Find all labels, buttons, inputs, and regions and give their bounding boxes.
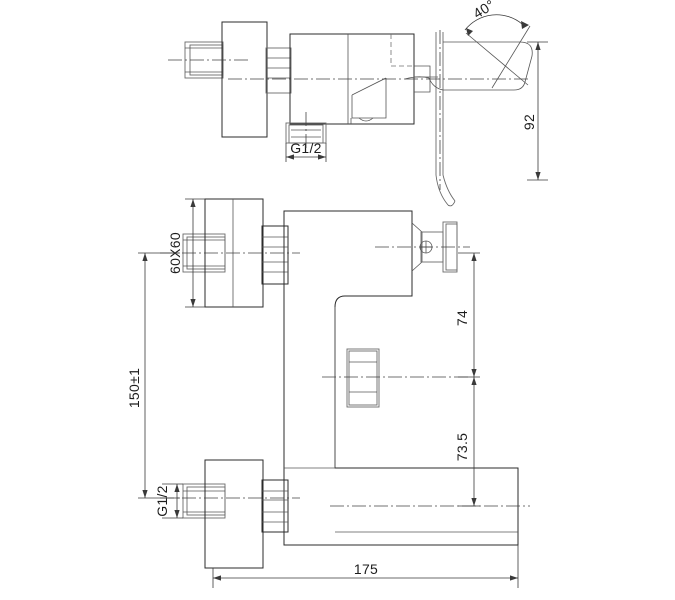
dim-label-175: 175 xyxy=(354,561,378,577)
front-view-group: 60X60 150±1 G1/2 74 xyxy=(126,198,530,588)
front-view-diverter-button xyxy=(346,348,380,408)
dim-label-150: 150±1 xyxy=(126,368,142,408)
dim-label-g12-front: G1/2 xyxy=(154,485,170,517)
dim-74: 74 xyxy=(454,252,480,378)
top-view-connector-nut xyxy=(265,47,292,94)
dim-73-5: 73.5 xyxy=(454,377,480,507)
top-view-group: 40° G1/2 92 xyxy=(168,0,548,207)
dim-label-74: 74 xyxy=(454,310,470,326)
dim-150: 150±1 xyxy=(126,252,180,499)
dim-92: 92 xyxy=(521,41,548,181)
dim-label-92: 92 xyxy=(521,114,537,130)
dim-g12-front: G1/2 xyxy=(154,483,183,519)
top-view-spout xyxy=(404,41,533,91)
top-view-lever-post xyxy=(435,30,456,207)
top-view-wall-flange xyxy=(221,21,268,138)
front-view-lower-inlet xyxy=(182,483,226,519)
front-view-spout xyxy=(335,467,519,546)
front-view-lower-nut xyxy=(261,479,289,533)
front-view-lower-flange xyxy=(204,459,264,569)
dim-label-73-5: 73.5 xyxy=(454,433,470,461)
dim-175: 175 xyxy=(212,545,519,588)
